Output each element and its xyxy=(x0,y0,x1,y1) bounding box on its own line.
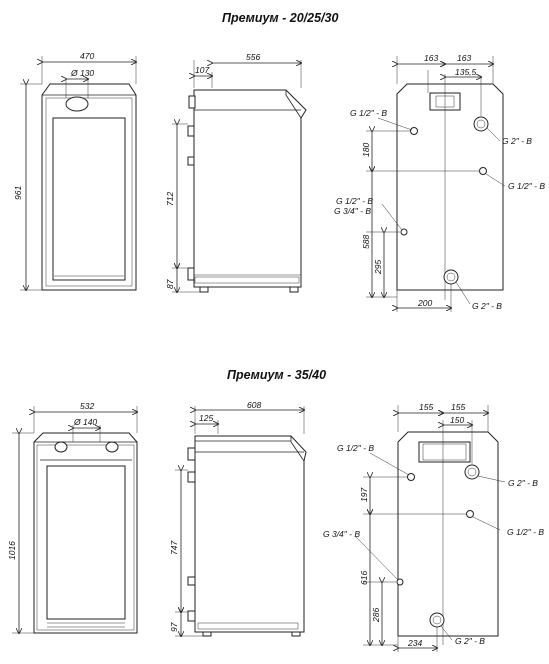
dim-200: 200 xyxy=(417,298,432,308)
dim-712: 712 xyxy=(165,192,175,206)
dim-150: 150 xyxy=(450,415,464,425)
label-g12-bot-b: G 1/2" - B xyxy=(507,527,544,537)
dim-286: 286 xyxy=(371,608,381,623)
label-g12-top-c: G 1/2" - B xyxy=(336,196,373,206)
dim-1016: 1016 xyxy=(7,541,17,560)
dim-163-b: 163 xyxy=(457,53,471,63)
dim-961: 961 xyxy=(13,186,23,200)
label-g2-top-b: G 2" - B xyxy=(472,301,502,311)
label-g12-bot-a: G 1/2" - B xyxy=(337,443,374,453)
rear-view-bottom: 155 155 150 197 616 286 234 G 1/2" - B G… xyxy=(323,402,544,652)
label-g34-top: G 3/4" - B xyxy=(334,206,371,216)
label-g12-top-b: G 1/2" - B xyxy=(508,181,545,191)
dim-d140: Ø 140 xyxy=(73,417,97,427)
dim-155-a: 155 xyxy=(419,402,433,412)
title-top: Премиум - 20/25/30 xyxy=(222,11,339,25)
dim-163-a: 163 xyxy=(424,53,438,63)
label-g2-top-a: G 2" - B xyxy=(502,136,532,146)
dim-608: 608 xyxy=(247,400,261,410)
dim-197: 197 xyxy=(359,488,369,502)
dim-155-b: 155 xyxy=(451,402,465,412)
dim-556: 556 xyxy=(246,52,260,62)
dim-125: 125 xyxy=(199,413,213,423)
dim-588: 588 xyxy=(361,235,371,249)
dim-470: 470 xyxy=(80,51,94,61)
front-view-top: 470 Ø 130 961 xyxy=(13,51,136,290)
label-g2-bot-a: G 2" - B xyxy=(508,478,538,488)
label-g2-bot-b: G 2" - B xyxy=(455,636,485,646)
dim-107: 107 xyxy=(195,65,209,75)
dim-295: 295 xyxy=(373,260,383,275)
dim-234: 234 xyxy=(407,638,422,648)
dim-747: 747 xyxy=(169,541,179,555)
dim-87: 87 xyxy=(165,279,175,289)
dim-532: 532 xyxy=(80,401,94,411)
side-view-bottom: 125 608 747 97 xyxy=(169,400,307,636)
front-view-bottom: 532 Ø 140 1016 xyxy=(7,401,137,633)
dim-135-5: 135,5 xyxy=(455,67,477,77)
dim-616: 616 xyxy=(359,571,369,585)
label-g34-bot: G 3/4" - B xyxy=(323,529,360,539)
dim-d130: Ø 130 xyxy=(70,68,94,78)
dim-180: 180 xyxy=(361,143,371,157)
dim-97: 97 xyxy=(169,622,179,632)
label-g12-top-a: G 1/2" - B xyxy=(350,108,387,118)
rear-view-top: 163 163 135,5 180 588 295 200 G 1/2" - B… xyxy=(334,53,545,312)
title-bottom: Премиум - 35/40 xyxy=(227,368,327,382)
side-view-top: 107 556 712 87 xyxy=(165,52,307,292)
